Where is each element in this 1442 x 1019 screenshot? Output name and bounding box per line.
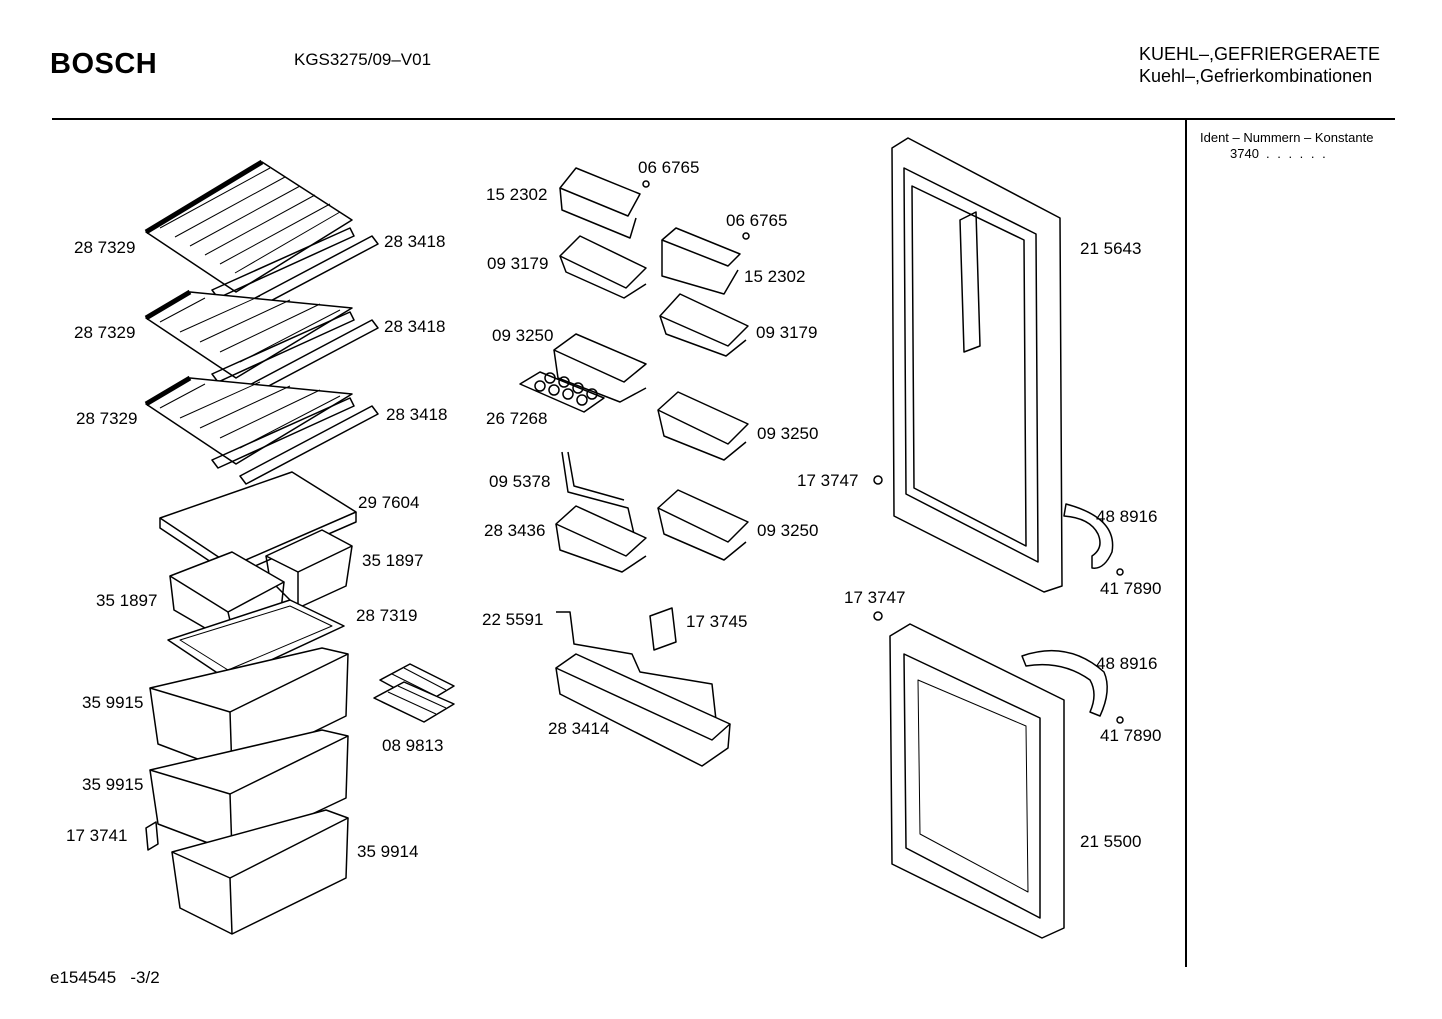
butter-cover-2 xyxy=(662,228,740,294)
fridge-door xyxy=(892,138,1062,592)
part-label: 17 3747 xyxy=(797,471,859,490)
part-label: 09 3250 xyxy=(757,424,819,443)
part-label: 28 3418 xyxy=(386,405,448,424)
part-label: 26 7268 xyxy=(486,409,548,428)
screw-1 xyxy=(643,181,649,187)
part-label: 09 5378 xyxy=(489,472,551,491)
part-label: 28 7329 xyxy=(74,238,136,257)
door-stop-screw-2 xyxy=(874,612,882,620)
part-label: 35 9915 xyxy=(82,693,144,712)
part-label: 09 3179 xyxy=(756,323,818,342)
part-label: 28 7329 xyxy=(76,409,138,428)
bin-clip xyxy=(650,608,676,650)
header-divider xyxy=(52,118,1395,120)
ice-trays xyxy=(374,664,454,722)
ident-value: 3740 xyxy=(1230,146,1259,161)
part-label: 09 3250 xyxy=(757,521,819,540)
door-stop-screw-1 xyxy=(874,476,882,484)
freezer-door xyxy=(890,624,1064,938)
part-label: 28 3436 xyxy=(484,521,546,540)
part-label: 08 9813 xyxy=(382,736,444,755)
large-drawer-1 xyxy=(150,648,348,772)
part-label: 48 8916 xyxy=(1096,654,1158,673)
hinge-cap-1 xyxy=(1117,569,1123,575)
category-title: KUEHL–,GEFRIERGERAETE xyxy=(1139,44,1381,64)
model-number: KGS3275/09–V01 xyxy=(294,50,432,69)
part-label: 15 2302 xyxy=(486,185,548,204)
butter-cover-1 xyxy=(560,168,640,238)
part-label: 35 9914 xyxy=(357,842,419,861)
brand-logo: BOSCH xyxy=(50,48,158,80)
part-label: 17 3741 xyxy=(66,826,128,845)
document-footer: e154545 -3/2 xyxy=(50,968,160,988)
part-label: 29 7604 xyxy=(358,493,420,512)
part-label: 28 7329 xyxy=(74,323,136,342)
part-label: 48 8916 xyxy=(1096,507,1158,526)
part-label: 09 3179 xyxy=(487,254,549,273)
wire-shelf-3 xyxy=(146,378,378,484)
part-label: 41 7890 xyxy=(1100,726,1162,745)
part-label: 17 3745 xyxy=(686,612,748,631)
door-bin-5 xyxy=(556,506,646,572)
page-number: -3/2 xyxy=(130,968,160,987)
bottle-retainer xyxy=(562,452,634,534)
ident-dots: . . . . . . xyxy=(1266,146,1328,161)
part-label: 28 3414 xyxy=(548,719,610,738)
part-label: 22 5591 xyxy=(482,610,544,629)
part-label: 06 6765 xyxy=(726,211,788,230)
part-label: 06 6765 xyxy=(638,158,700,177)
door-handle-1 xyxy=(1064,504,1113,568)
part-label: 17 3747 xyxy=(844,588,906,607)
category-subtitle: Kuehl–,Gefrierkombinationen xyxy=(1139,66,1373,86)
bottle-shelf xyxy=(556,654,730,766)
ident-heading: Ident – Nummern – Konstante xyxy=(1200,130,1374,145)
part-label: 35 9915 xyxy=(82,775,144,794)
side-column-divider xyxy=(1185,119,1187,967)
part-label: 35 1897 xyxy=(362,551,424,570)
part-label: 28 3418 xyxy=(384,317,446,336)
large-drawer-3 xyxy=(172,810,348,934)
drawer-clip xyxy=(146,822,158,850)
door-bin-1 xyxy=(560,236,646,298)
hinge-cap-2 xyxy=(1117,717,1123,723)
part-label: 21 5500 xyxy=(1080,832,1142,851)
part-label: 09 3250 xyxy=(492,326,554,345)
part-label: 35 1897 xyxy=(96,591,158,610)
door-handle-2 xyxy=(1022,651,1107,716)
part-label: 28 7319 xyxy=(356,606,418,625)
egg-tray xyxy=(520,372,604,412)
door-bin-4 xyxy=(658,392,748,460)
wire-shelf-1 xyxy=(146,162,378,314)
door-bin-2 xyxy=(660,294,748,356)
part-label: 21 5643 xyxy=(1080,239,1142,258)
part-label: 41 7890 xyxy=(1100,579,1162,598)
bottle-rail xyxy=(556,612,716,720)
glass-shelf xyxy=(160,472,356,576)
screw-2 xyxy=(743,233,749,239)
part-label: 15 2302 xyxy=(744,267,806,286)
part-label: 28 3418 xyxy=(384,232,446,251)
door-bin-6 xyxy=(658,490,748,560)
document-id: e154545 xyxy=(50,968,117,987)
